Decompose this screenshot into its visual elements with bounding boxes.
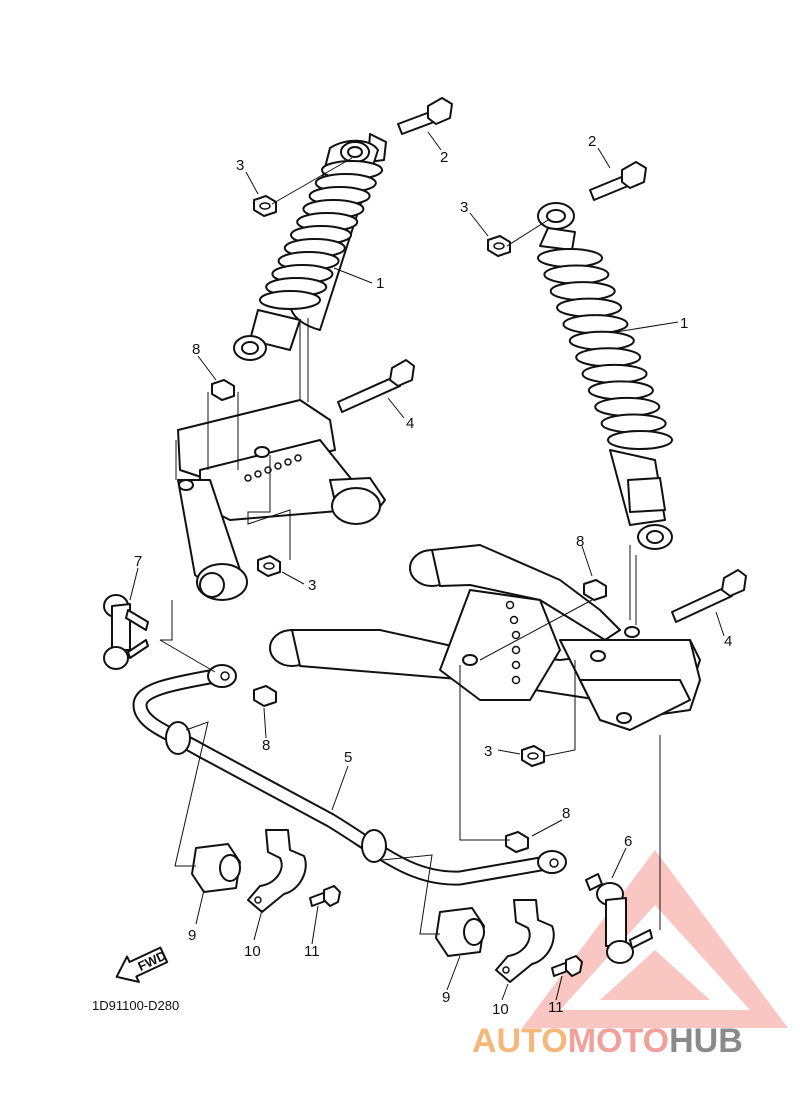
watermark-moto: MOTO: [568, 1022, 669, 1060]
callout-6: 6: [624, 833, 632, 850]
bushing-left: [191, 843, 241, 893]
spring-coil: [600, 413, 667, 434]
callout-9b: 9: [442, 989, 450, 1006]
callout-10b: 10: [492, 1001, 509, 1018]
spring-coil: [607, 430, 673, 450]
callout-11b: 11: [548, 999, 564, 1016]
nut-flange-d: [505, 831, 529, 853]
callout-3a: 3: [236, 157, 244, 174]
callout-11a: 11: [304, 943, 320, 960]
callout-8a: 8: [192, 341, 200, 358]
nut-left-lower: [257, 555, 281, 577]
callout-10a: 10: [244, 943, 261, 960]
nut-flange-b: [583, 579, 607, 601]
spring-coil: [543, 264, 610, 285]
callout-5: 5: [344, 749, 352, 766]
spring-coil: [575, 347, 642, 368]
callout-2a: 2: [440, 149, 448, 166]
arm-left: [177, 399, 386, 601]
spring-coil: [537, 248, 603, 268]
nut-left-upper: [253, 195, 277, 217]
spring-coil: [562, 314, 629, 335]
watermark-auto: AUTO: [472, 1022, 568, 1060]
bolt-upper-right: [589, 161, 647, 201]
nut-flange-c: [253, 685, 277, 707]
shock-absorber-right: [537, 202, 673, 550]
callout-8b: 8: [576, 533, 584, 550]
svg-text:AUTOMOTOHUB: AUTOMOTOHUB: [472, 1022, 743, 1060]
callout-numbers: 1 1 2 2 3 3 3 3 4 4 5 6 7 8 8 8 8 9 9 10…: [134, 133, 732, 1018]
bolt-upper-left: [397, 97, 453, 135]
bolt-short-right: [551, 955, 583, 977]
callout-9a: 9: [188, 927, 196, 944]
callout-3d: 3: [484, 743, 492, 760]
callout-1b: 1: [680, 315, 688, 332]
assembly-guide-lines: [159, 157, 661, 935]
callout-7: 7: [134, 553, 142, 570]
spring-coil: [259, 290, 321, 310]
spring-coil: [594, 396, 661, 417]
callout-3c: 3: [308, 577, 316, 594]
spring-coil: [581, 363, 648, 384]
bolt-long-right: [671, 569, 747, 623]
spring-coil: [568, 330, 635, 351]
arm-right: [269, 544, 701, 731]
callout-2b: 2: [588, 133, 596, 150]
stabilizer-bar: [132, 664, 567, 886]
bracket-left: [247, 829, 307, 913]
watermark-text: AUTOMOTOHUB: [472, 1022, 743, 1060]
bolt-long-left: [337, 359, 415, 413]
nut-flange-a: [211, 379, 235, 401]
callout-4b: 4: [724, 633, 732, 650]
spring-coil: [587, 380, 654, 401]
spring-coil: [549, 281, 616, 302]
bushing-right: [435, 907, 485, 957]
forward-arrow-icon: FWD: [115, 946, 169, 983]
link-rod-left: [103, 594, 149, 670]
shock-absorber-left: [233, 133, 387, 361]
bracket-right: [495, 899, 555, 983]
callout-1a: 1: [376, 275, 384, 292]
link-rod-right: [585, 873, 653, 964]
diagram-code: 1D91100-D280: [92, 998, 179, 1013]
watermark-hub: HUB: [669, 1022, 743, 1060]
bolt-short-left: [309, 885, 341, 907]
nut-right-upper: [487, 235, 511, 257]
spring-coil: [556, 297, 623, 318]
callout-8d: 8: [562, 805, 570, 822]
callout-3b: 3: [460, 199, 468, 216]
arm-left-holes: [244, 454, 302, 482]
watermark-logo: [522, 850, 788, 1028]
nut-right-lower: [521, 745, 545, 767]
callout-4a: 4: [406, 415, 414, 432]
callout-8c: 8: [262, 737, 270, 754]
leader-lines: [129, 131, 725, 1001]
arm-right-holes: [505, 600, 521, 685]
